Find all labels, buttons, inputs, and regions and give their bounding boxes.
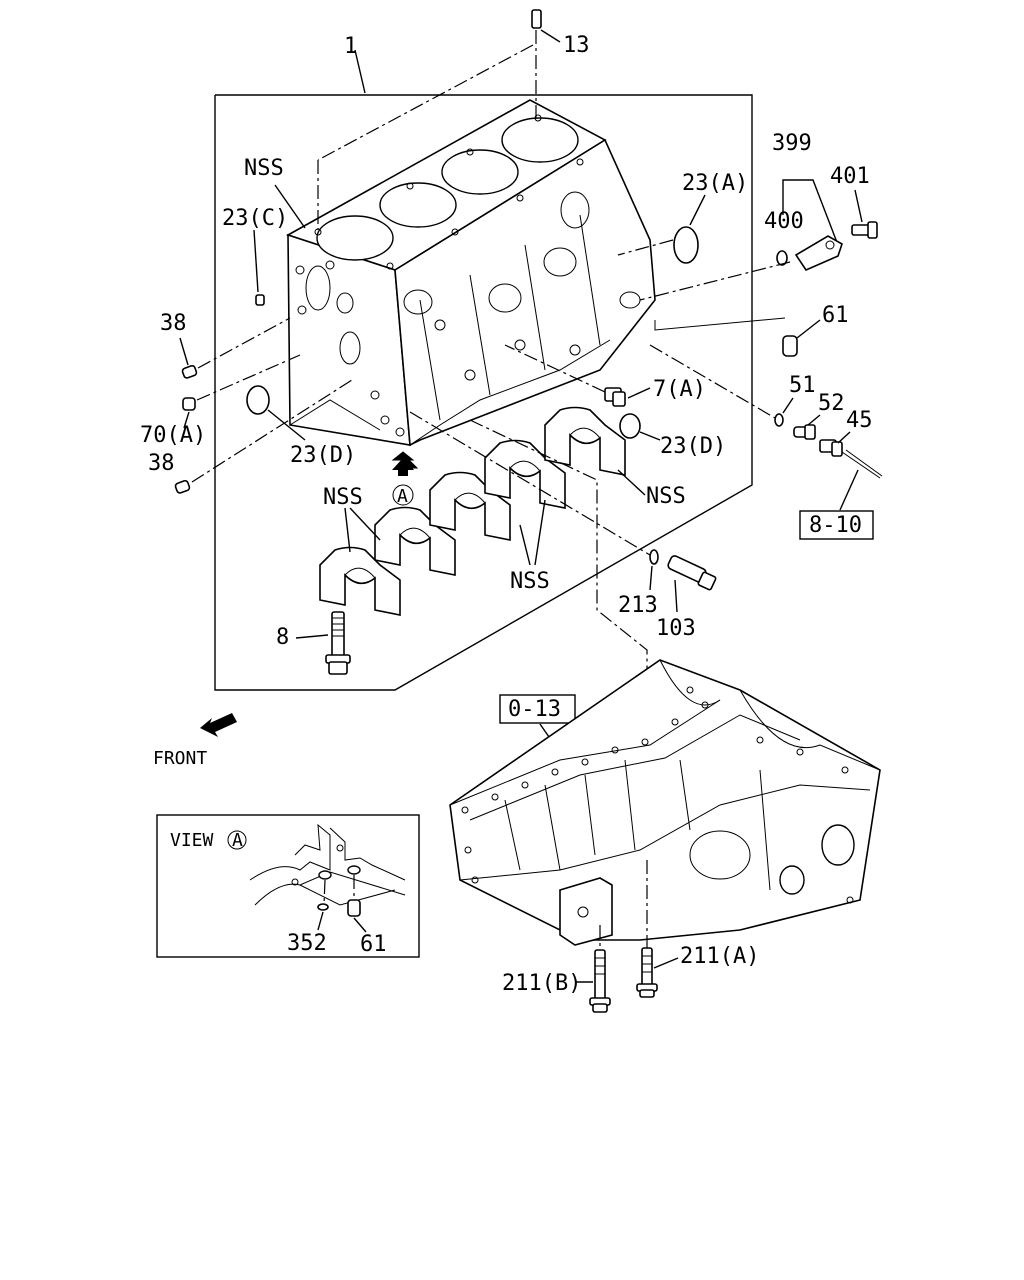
view-a-detail bbox=[249, 823, 406, 906]
label-400: 400 bbox=[764, 209, 804, 234]
oil-pressure-switch-45[interactable] bbox=[819, 439, 883, 479]
label-61-right: 61 bbox=[822, 303, 849, 328]
dowel-61-right[interactable] bbox=[782, 335, 798, 357]
relief-valve-103[interactable] bbox=[667, 555, 717, 591]
washer-51[interactable] bbox=[774, 413, 784, 427]
label-52: 52 bbox=[818, 391, 845, 416]
connector-52[interactable] bbox=[793, 424, 816, 440]
label-23c: 23(C) bbox=[222, 206, 288, 231]
label-38-upper: 38 bbox=[160, 311, 187, 336]
label-213: 213 bbox=[618, 593, 658, 618]
dowel-pin-13[interactable] bbox=[531, 9, 542, 29]
view-a-inset-frame bbox=[156, 814, 420, 958]
label-1: 1 bbox=[344, 34, 357, 59]
bolt-401[interactable] bbox=[851, 221, 878, 239]
plug-23d-left[interactable] bbox=[246, 385, 270, 415]
label-103: 103 bbox=[656, 616, 696, 641]
washer-352[interactable] bbox=[317, 903, 329, 911]
label-401: 401 bbox=[830, 164, 870, 189]
plug-23d-right[interactable] bbox=[619, 413, 641, 439]
label-8: 8 bbox=[276, 625, 289, 650]
view-a-title: VIEW bbox=[170, 830, 214, 851]
bolt-211a[interactable] bbox=[636, 947, 658, 998]
label-38-lower: 38 bbox=[148, 451, 175, 476]
label-211a: 211(A) bbox=[680, 944, 759, 969]
label-0-13[interactable]: 0-13 bbox=[508, 697, 561, 722]
sensor-399[interactable] bbox=[794, 235, 843, 272]
label-23d-right: 23(D) bbox=[660, 434, 726, 459]
ref-box-0-13[interactable] bbox=[499, 694, 576, 724]
plug-23c[interactable] bbox=[255, 294, 265, 306]
dowel-61-view[interactable] bbox=[347, 899, 361, 917]
label-352: 352 bbox=[287, 931, 327, 956]
plug-23a[interactable] bbox=[673, 226, 699, 264]
label-51: 51 bbox=[789, 373, 816, 398]
cylinder-block[interactable] bbox=[286, 99, 656, 447]
label-7a: 7(A) bbox=[653, 377, 706, 402]
label-nss-caps-bottom: NSS bbox=[510, 569, 550, 594]
view-a-title-letter: A bbox=[232, 830, 243, 851]
label-nss-top: NSS bbox=[244, 156, 284, 181]
washer-213[interactable] bbox=[649, 549, 659, 565]
pin-38-upper[interactable] bbox=[181, 364, 198, 379]
plug-7a[interactable] bbox=[604, 387, 626, 407]
oring-400[interactable] bbox=[776, 250, 788, 266]
view-a-arrow bbox=[391, 451, 419, 476]
label-8-10[interactable]: 8-10 bbox=[809, 513, 862, 538]
label-23a: 23(A) bbox=[682, 171, 748, 196]
label-70a: 70(A) bbox=[140, 423, 206, 448]
main-bearing-cap-4[interactable] bbox=[484, 439, 566, 509]
label-61-view: 61 bbox=[360, 932, 387, 957]
label-23d-left: 23(D) bbox=[290, 443, 356, 468]
lower-crankcase[interactable] bbox=[449, 659, 881, 946]
label-45: 45 bbox=[846, 408, 873, 433]
main-bearing-cap-5[interactable] bbox=[544, 406, 626, 476]
ref-box-8-10[interactable] bbox=[799, 510, 874, 540]
assembly-frame bbox=[214, 94, 753, 691]
label-13: 13 bbox=[563, 33, 590, 58]
view-a-title-marker bbox=[227, 830, 247, 850]
label-nss-caps-left: NSS bbox=[323, 485, 363, 510]
pin-38-lower[interactable] bbox=[174, 479, 191, 494]
main-bearing-cap-3[interactable] bbox=[429, 471, 511, 541]
front-direction-arrow bbox=[200, 713, 237, 737]
main-bearing-cap-1[interactable] bbox=[319, 546, 401, 616]
label-211b: 211(B) bbox=[502, 971, 581, 996]
view-a-marker[interactable] bbox=[392, 484, 414, 506]
bolt-211b[interactable] bbox=[589, 949, 611, 1013]
label-nss-caps-right: NSS bbox=[646, 484, 686, 509]
plug-70a[interactable] bbox=[182, 397, 196, 411]
label-view-a-marker[interactable]: A bbox=[397, 486, 408, 507]
label-399: 399 bbox=[772, 131, 812, 156]
main-bearing-cap-2[interactable] bbox=[374, 506, 456, 576]
label-front: FRONT bbox=[153, 748, 207, 769]
main-bearing-bolt-8[interactable] bbox=[325, 611, 351, 675]
